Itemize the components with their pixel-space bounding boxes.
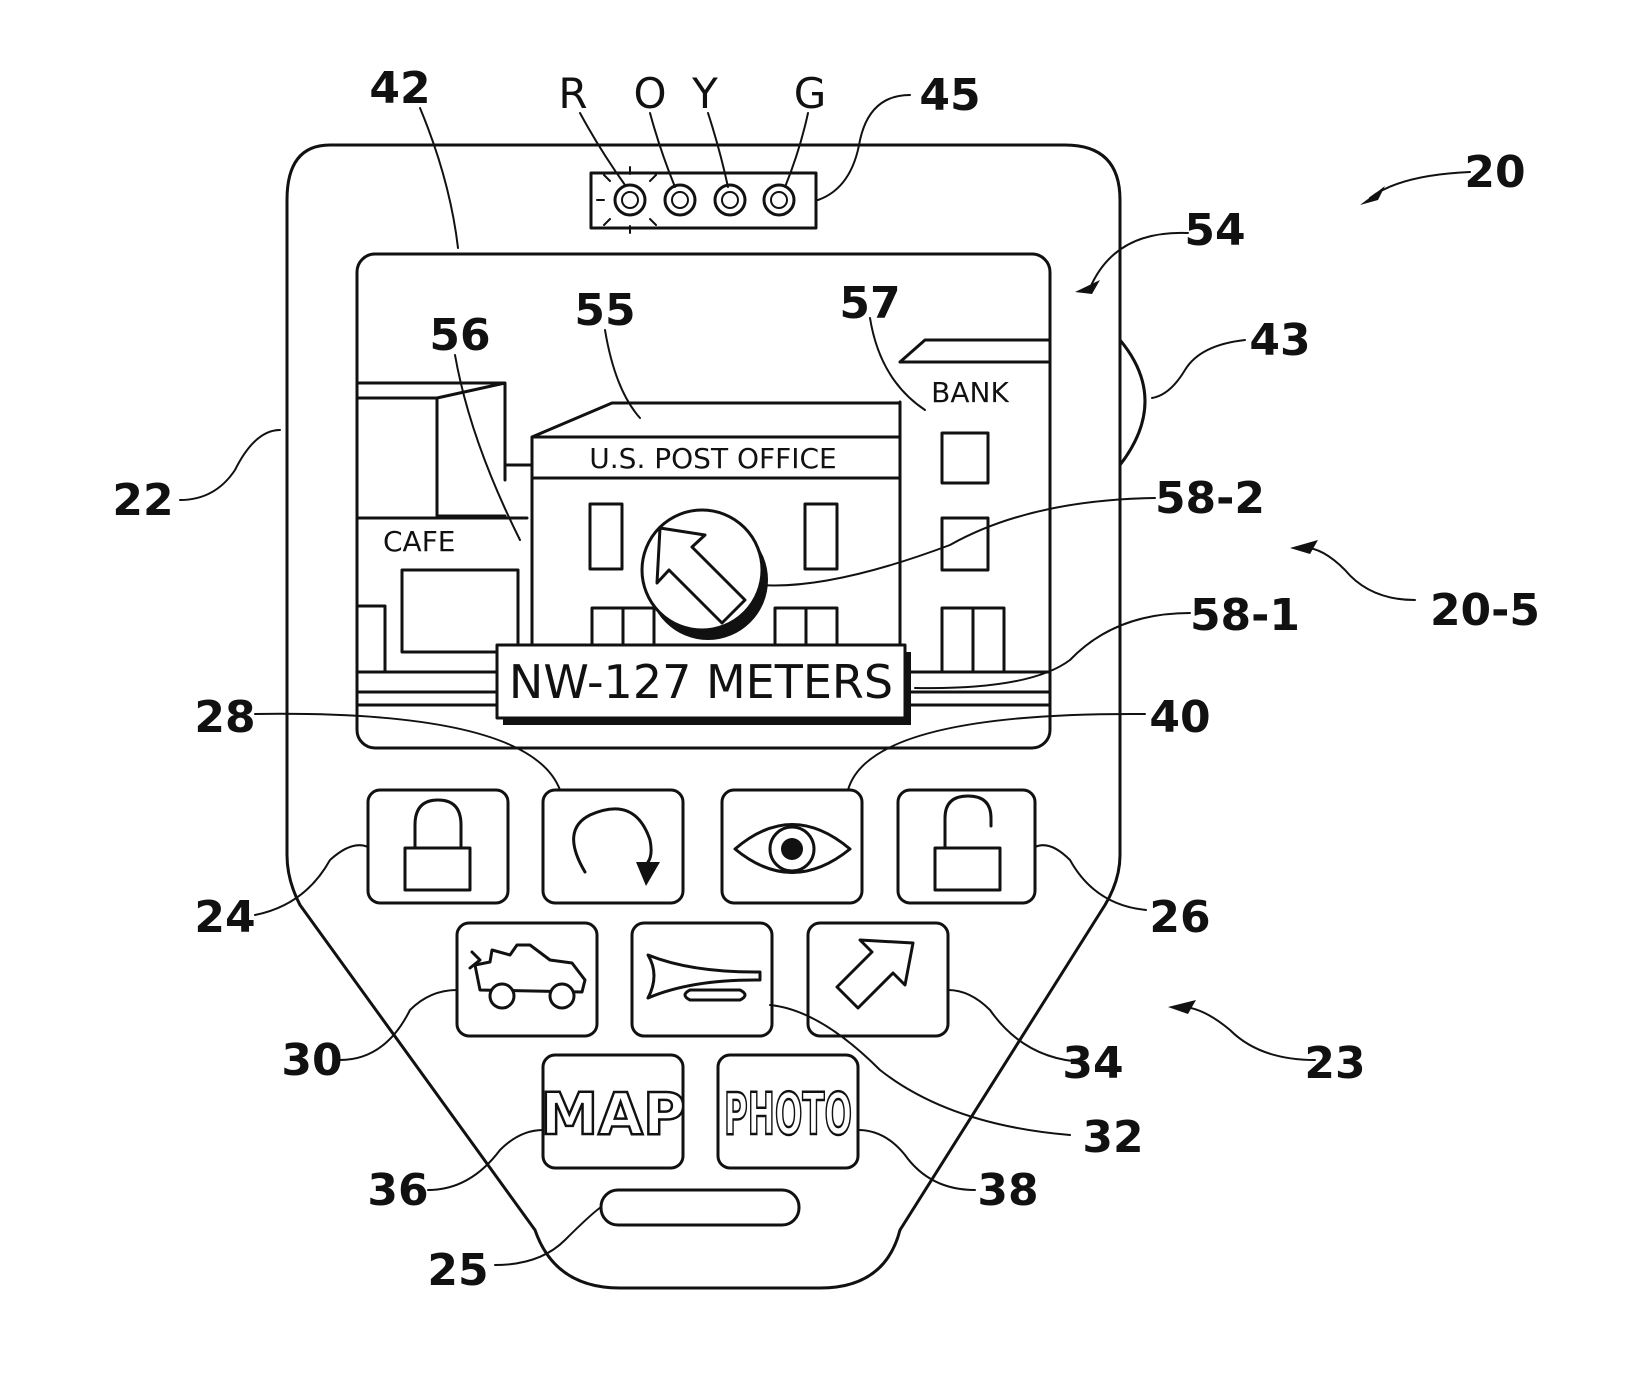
ref-42: 42 [369, 63, 430, 114]
led-strip [589, 171, 818, 230]
led-letter-r: R [558, 69, 587, 118]
map-button[interactable]: MAP [539, 1053, 687, 1170]
ref-22: 22 [112, 475, 173, 526]
photo-button[interactable]: PHOTO [716, 1053, 860, 1170]
map-button-label: MAP [540, 1080, 685, 1148]
distance-readout-text: NW-127 METERS [509, 655, 893, 709]
ref-58-2: 58-2 [1155, 473, 1265, 524]
side-knob[interactable] [1118, 338, 1147, 467]
device-housing [285, 143, 1122, 1290]
ref-24: 24 [194, 892, 255, 943]
ref-36: 36 [367, 1165, 428, 1216]
unlock-button[interactable] [896, 788, 1037, 905]
rotate-arrow-icon [572, 807, 660, 886]
direction-arrow-icon [835, 938, 915, 1010]
lock-button[interactable] [366, 788, 510, 905]
bank-sign: BANK [931, 376, 1009, 409]
ref-43: 43 [1249, 315, 1310, 366]
led-letter-o: O [633, 69, 666, 118]
led-green [762, 183, 796, 217]
ref-40: 40 [1149, 692, 1210, 743]
ref-57: 57 [839, 278, 900, 329]
car-button[interactable] [455, 921, 599, 1038]
horn-icon [646, 953, 762, 1002]
speaker-slot [599, 1188, 801, 1227]
led-red [596, 166, 657, 234]
ref-20: 20 [1464, 147, 1525, 198]
distance-readout: NW-127 METERS [495, 643, 911, 725]
led-letter-y: Y [691, 69, 718, 118]
led-orange [663, 183, 697, 217]
display-screen [355, 252, 1052, 750]
led-letter-g: G [794, 69, 827, 118]
ref-34: 34 [1062, 1038, 1123, 1089]
ref-20-5: 20-5 [1430, 585, 1540, 636]
unlock-icon [933, 794, 1002, 892]
car-icon [468, 943, 587, 1010]
ref-30: 30 [281, 1035, 342, 1086]
led-yellow [713, 183, 747, 217]
ref-25: 25 [427, 1245, 488, 1296]
ref-28: 28 [194, 692, 255, 743]
horn-button[interactable] [630, 921, 774, 1038]
eye-icon [733, 823, 852, 874]
post-office-sign: U.S. POST OFFICE [589, 442, 836, 475]
leader-lines [179, 94, 1471, 1266]
direction-arrow-icon [640, 508, 768, 640]
direction-button[interactable] [806, 921, 950, 1038]
ref-54: 54 [1184, 205, 1245, 256]
ref-32: 32 [1082, 1112, 1143, 1163]
ref-45: 45 [919, 70, 980, 121]
cafe-sign: CAFE [383, 525, 456, 558]
lock-icon [403, 798, 472, 892]
ref-58-1: 58-1 [1190, 590, 1300, 641]
ref-55: 55 [574, 285, 635, 336]
ref-56: 56 [429, 310, 490, 361]
ref-23: 23 [1304, 1038, 1365, 1089]
photo-button-label: PHOTO [724, 1080, 852, 1148]
view-button[interactable] [720, 788, 864, 905]
ref-38: 38 [977, 1165, 1038, 1216]
rotate-button[interactable] [541, 788, 685, 905]
ref-26: 26 [1149, 892, 1210, 943]
